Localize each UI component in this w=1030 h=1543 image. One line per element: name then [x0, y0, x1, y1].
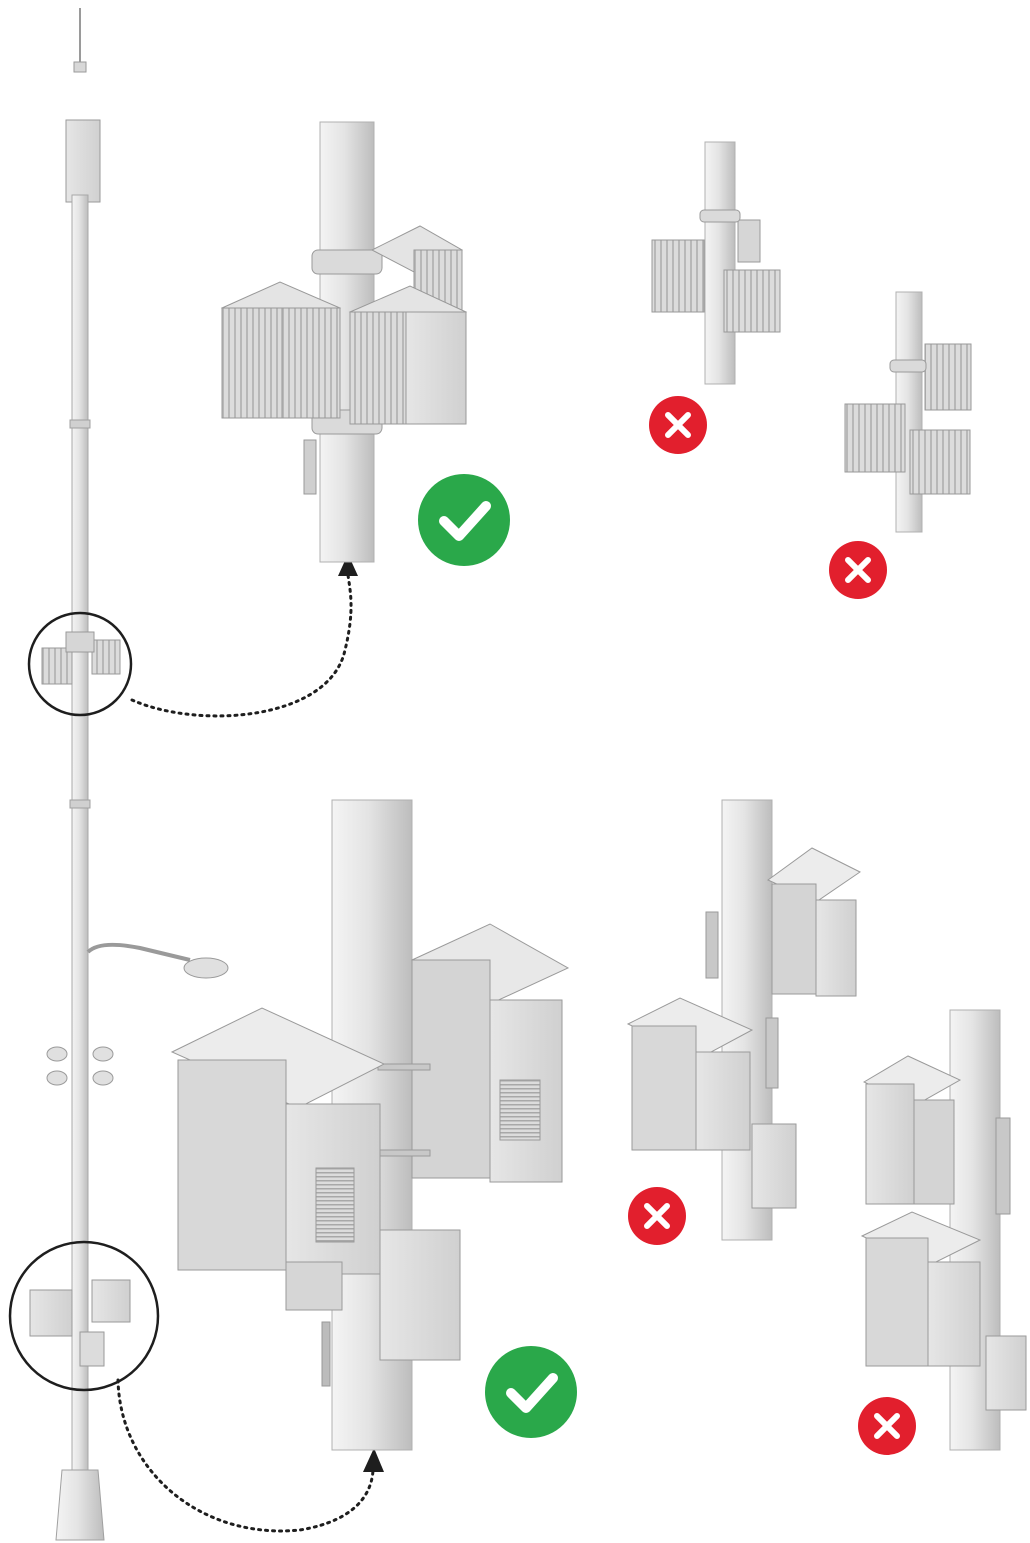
junction-box: [751, 1123, 797, 1209]
cabinet-side: [177, 1059, 287, 1271]
pole-top-sensor: [73, 61, 87, 73]
mounting-bracket: [705, 911, 719, 979]
cabinet-correct-detail: [170, 799, 570, 1451]
correct-badge-bg: [418, 474, 510, 566]
detail-pole: [704, 141, 736, 385]
antenna-unit-face: [221, 307, 283, 419]
arrow-head-icon: [338, 554, 358, 576]
cabinet-front: [865, 1083, 915, 1205]
cabinet-front: [695, 1051, 751, 1151]
cross-icon: [644, 1203, 670, 1229]
correct-badge-cabinets: [485, 1346, 577, 1438]
cross-icon: [665, 412, 691, 438]
pole-joint: [69, 799, 91, 809]
pole-joint: [69, 419, 91, 429]
arrow-head-icon: [363, 1448, 384, 1472]
speaker: [46, 1046, 68, 1062]
mounting-bracket: [377, 1063, 431, 1071]
cable-conduit: [303, 439, 317, 495]
junction-box-thumb: [79, 1331, 105, 1367]
cross-icon: [845, 557, 871, 583]
antenna-unit-face: [844, 403, 906, 473]
cabinet-thumb: [91, 1279, 131, 1323]
speaker: [46, 1070, 68, 1086]
speaker: [92, 1070, 114, 1086]
cabinet-incorrect-detail-2: [860, 1009, 1027, 1451]
callout-arrow-antennas: [130, 573, 353, 718]
antenna-unit-face: [405, 311, 467, 425]
callout-circle-cabinets: [8, 1240, 160, 1392]
antenna-unit-face: [924, 343, 972, 411]
pole-cabinets-thumbnail: [8, 1240, 160, 1392]
checkmark-icon: [439, 501, 491, 541]
cabinet-thumb: [29, 1289, 73, 1337]
callout-circle-antennas: [27, 611, 133, 717]
incorrect-badge-cabinets-1: [628, 1187, 686, 1245]
cabinet-vent: [499, 1079, 541, 1141]
street-light-arm: [86, 942, 191, 962]
antenna-correct-detail: [220, 121, 468, 563]
incorrect-badge-antennas-1: [649, 396, 707, 454]
cable-conduit: [321, 1321, 331, 1387]
pole-antenna-units-thumbnail: [27, 611, 133, 717]
mount-clamp: [311, 249, 383, 275]
antenna-incorrect-detail-1: [651, 141, 781, 385]
antenna-unit-face: [651, 239, 705, 313]
callout-arrow-cabinets: [116, 1378, 375, 1533]
antenna-unit-face: [281, 307, 341, 419]
correct-badge-bg: [485, 1346, 577, 1438]
antenna-unit-face: [349, 311, 407, 425]
incorrect-badge-antennas-2: [829, 541, 887, 599]
mounting-bracket: [377, 1149, 431, 1157]
cross-icon: [874, 1413, 900, 1439]
antenna-unit-face: [909, 429, 971, 495]
street-light-head: [183, 957, 229, 979]
full-pole: [46, 8, 229, 1541]
antenna-incorrect-detail-2: [844, 291, 972, 533]
antenna-unit-face: [737, 219, 761, 263]
pole-shaft: [71, 194, 89, 1516]
mounting-bracket: [995, 1117, 1011, 1215]
mount-clamp: [699, 209, 741, 223]
pole-base: [55, 1469, 105, 1541]
cabinet-side: [913, 1099, 955, 1205]
junction-box: [985, 1335, 1027, 1411]
cabinet-front: [815, 899, 857, 997]
cabinet-incorrect-detail-1: [626, 799, 861, 1241]
incorrect-badge-cabinets-2: [858, 1397, 916, 1455]
cabinet-vent: [315, 1167, 355, 1243]
cabinet-front: [927, 1261, 981, 1367]
cabinet-side: [865, 1237, 929, 1367]
mount-clamp: [889, 359, 927, 373]
correct-badge-antennas: [418, 474, 510, 566]
cabinet-side: [771, 883, 817, 995]
antenna-unit-face: [723, 269, 781, 333]
mounting-bracket: [765, 1017, 779, 1089]
speaker: [92, 1046, 114, 1062]
junction-box: [379, 1229, 461, 1361]
checkmark-icon: [506, 1373, 558, 1413]
antenna-unit-thumb: [65, 631, 95, 653]
antenna-unit-thumb: [91, 639, 121, 675]
cabinet-side: [631, 1025, 697, 1151]
cabinet-base: [285, 1261, 343, 1311]
antenna-unit-thumb: [41, 647, 73, 685]
pole-top-antenna-unit: [65, 119, 101, 203]
